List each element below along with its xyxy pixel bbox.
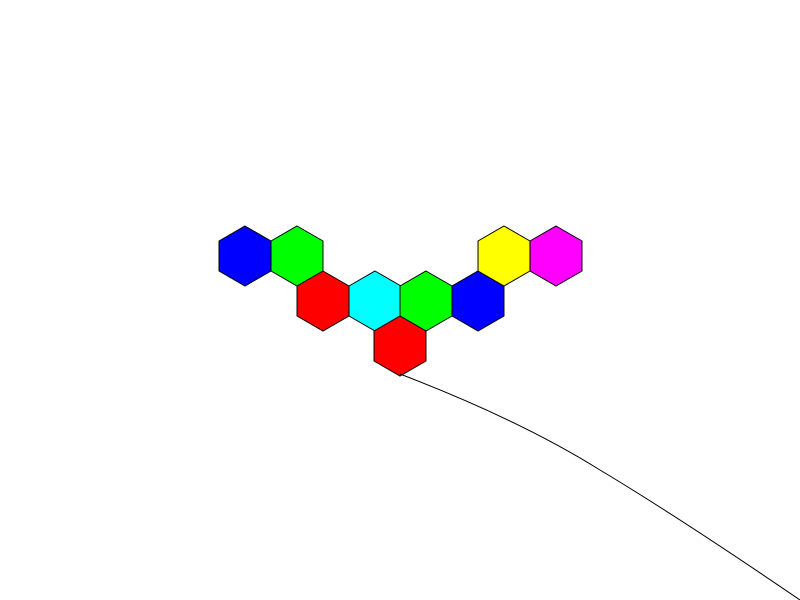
hex-bubble-blue-1[interactable] <box>218 225 272 287</box>
aim-trajectory-line <box>399 373 800 600</box>
hex-cluster <box>218 225 583 377</box>
hex-bubble-red-2[interactable] <box>373 315 427 377</box>
hex-bubble-magenta-1[interactable] <box>529 225 583 287</box>
